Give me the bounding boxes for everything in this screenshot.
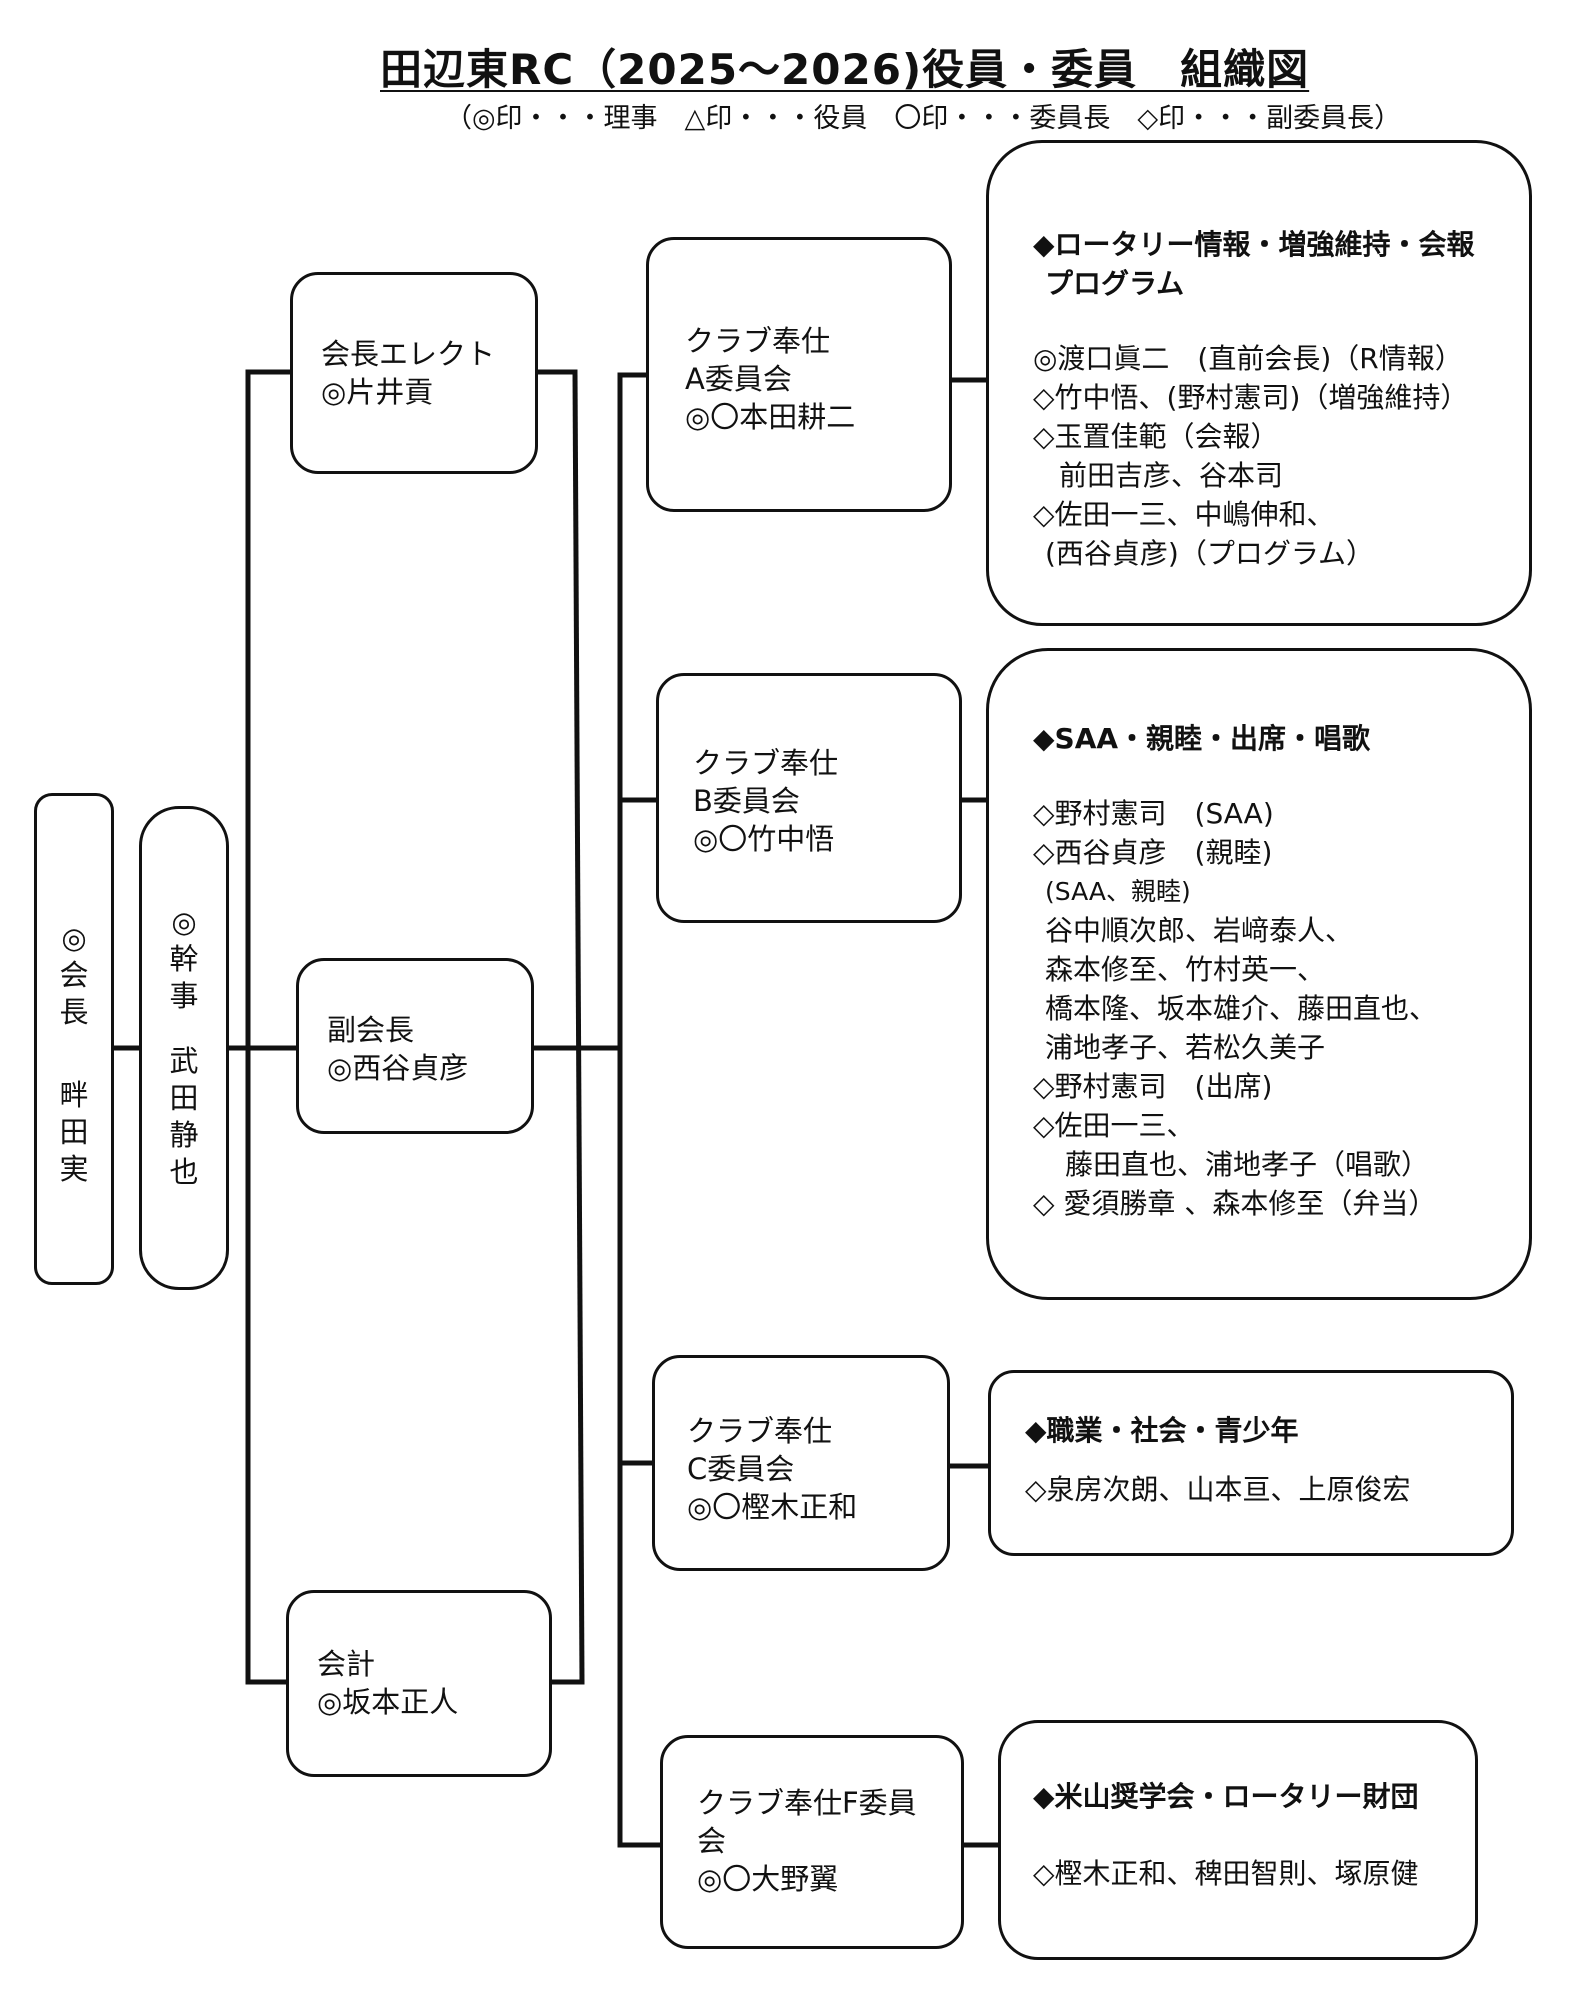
committee-b-member: 橋本隆、坂本雄介、藤田直也、	[1045, 992, 1438, 1025]
secretary-box: ◎ 幹 事 武 田 静 也	[139, 806, 229, 1290]
committee-a-box: クラブ奉仕 A委員会 ◎〇本田耕二	[646, 237, 952, 512]
committee-f-detail-head: ◆米山奨学会・ロータリー財団	[1033, 1780, 1419, 1813]
committee-b-detail-head: ◆SAA・親睦・出席・唱歌	[1033, 722, 1371, 755]
vice-president-box: 副会長 ◎西谷貞彦	[296, 958, 534, 1134]
president-elect-role: 会長エレクト	[321, 337, 496, 371]
page-title: 田辺東RC（2025～2026)役員・委員 組織図	[380, 45, 1310, 94]
vice-president-role: 副会長	[327, 1013, 415, 1047]
committee-b-member: 藤田直也、浦地孝子（唱歌）	[1065, 1148, 1430, 1181]
committee-b-line-2: B委員会	[693, 784, 800, 818]
committee-b-member: (SAA、親睦)	[1045, 877, 1191, 906]
legend: （◎印・・・理事 △印・・・役員 〇印・・・委員長 ◇印・・・副委員長）	[445, 103, 1402, 134]
committee-b-member: ◇野村憲司 (出席)	[1033, 1070, 1273, 1103]
committee-a-detail: ◆ロータリー情報・増強維持・会報 プログラム ◎渡口眞二 (直前会長)（R情報）…	[986, 140, 1532, 626]
committee-c-line-3: ◎〇樫木正和	[687, 1490, 858, 1524]
committee-f-line-1: クラブ奉仕F委員	[697, 1786, 917, 1820]
president-box: ◎ 会 長 畔 田 実	[34, 793, 114, 1285]
committee-b-member: ◇西谷貞彦 (親睦)	[1033, 836, 1273, 869]
president-role-2: 長	[59, 995, 89, 1029]
committee-c-line-2: C委員会	[687, 1452, 795, 1486]
committee-b-member: 谷中順次郎、岩﨑泰人、	[1045, 914, 1354, 947]
committee-a-line-3: ◎〇本田耕二	[685, 400, 856, 434]
committee-a-line-1: クラブ奉仕	[685, 324, 831, 358]
committee-f-line-3: ◎〇大野翼	[697, 1862, 839, 1896]
treasurer-box: 会計 ◎坂本正人	[286, 1590, 552, 1777]
vice-president-name: ◎西谷貞彦	[327, 1051, 469, 1085]
committee-b-detail: ◆SAA・親睦・出席・唱歌 ◇野村憲司 (SAA) ◇西谷貞彦 (親睦) (SA…	[986, 648, 1532, 1300]
committee-f-box: クラブ奉仕F委員 会 ◎〇大野翼	[660, 1735, 964, 1949]
secretary-mark: ◎	[171, 905, 197, 939]
committee-c-line-1: クラブ奉仕	[687, 1414, 833, 1448]
secretary-name-2: 田	[169, 1081, 199, 1115]
committee-b-line-3: ◎〇竹中悟	[693, 822, 835, 856]
committee-a-line-2: A委員会	[685, 362, 792, 396]
committee-c-box: クラブ奉仕 C委員会 ◎〇樫木正和	[652, 1355, 950, 1571]
committee-c-detail: ◆職業・社会・青少年 ◇泉房次朗、山本亘、上原俊宏	[988, 1370, 1514, 1556]
committee-b-line-1: クラブ奉仕	[693, 746, 839, 780]
committee-a-detail-head-1: ◆ロータリー情報・増強維持・会報	[1033, 228, 1475, 261]
committee-b-member: ◇ 愛須勝章 、森本修至（弁当）	[1033, 1187, 1437, 1220]
committee-a-member: ◇玉置佳範（会報）	[1033, 420, 1279, 453]
president-mark: ◎	[61, 921, 87, 955]
president-name-3: 実	[59, 1152, 89, 1186]
treasurer-role: 会計	[317, 1647, 376, 1681]
committee-f-member: ◇樫木正和、稗田智則、塚原健	[1033, 1857, 1419, 1890]
committee-c-member: ◇泉房次朗、山本亘、上原俊宏	[1025, 1473, 1411, 1506]
president-role-1: 会	[59, 958, 89, 992]
committee-f-line-2: 会	[697, 1824, 727, 1858]
committee-a-member: (西谷貞彦)（プログラム）	[1045, 537, 1375, 570]
president-elect-name: ◎片井貢	[321, 375, 434, 409]
committee-f-detail: ◆米山奨学会・ロータリー財団 ◇樫木正和、稗田智則、塚原健	[998, 1720, 1478, 1960]
committee-a-detail-head-2: プログラム	[1045, 267, 1185, 300]
committee-b-box: クラブ奉仕 B委員会 ◎〇竹中悟	[656, 673, 962, 923]
committee-a-member: 前田吉彦、谷本司	[1059, 459, 1284, 492]
secretary-name-3: 静	[169, 1118, 199, 1152]
president-name-2: 田	[59, 1115, 89, 1149]
committee-a-member: ◇佐田一三、中嶋伸和、	[1033, 498, 1335, 531]
committee-a-member: ◎渡口眞二 (直前会長)（R情報）	[1033, 342, 1463, 375]
committee-a-member: ◇竹中悟、(野村憲司)（増強維持）	[1033, 381, 1469, 414]
committee-b-member: ◇野村憲司 (SAA)	[1033, 797, 1274, 830]
secretary-role-2: 事	[169, 979, 199, 1013]
president-elect-box: 会長エレクト ◎片井貢	[290, 272, 538, 474]
secretary-name-4: 也	[169, 1155, 199, 1189]
committee-c-detail-head: ◆職業・社会・青少年	[1025, 1414, 1299, 1447]
committee-b-member: ◇佐田一三、	[1033, 1109, 1195, 1142]
committee-b-member: 浦地孝子、若松久美子	[1045, 1031, 1326, 1064]
secretary-role-1: 幹	[169, 942, 199, 976]
secretary-name-1: 武	[169, 1044, 199, 1078]
committee-b-member: 森本修至、竹村英一、	[1045, 953, 1326, 986]
president-name-1: 畔	[59, 1078, 89, 1112]
treasurer-name: ◎坂本正人	[317, 1685, 459, 1719]
